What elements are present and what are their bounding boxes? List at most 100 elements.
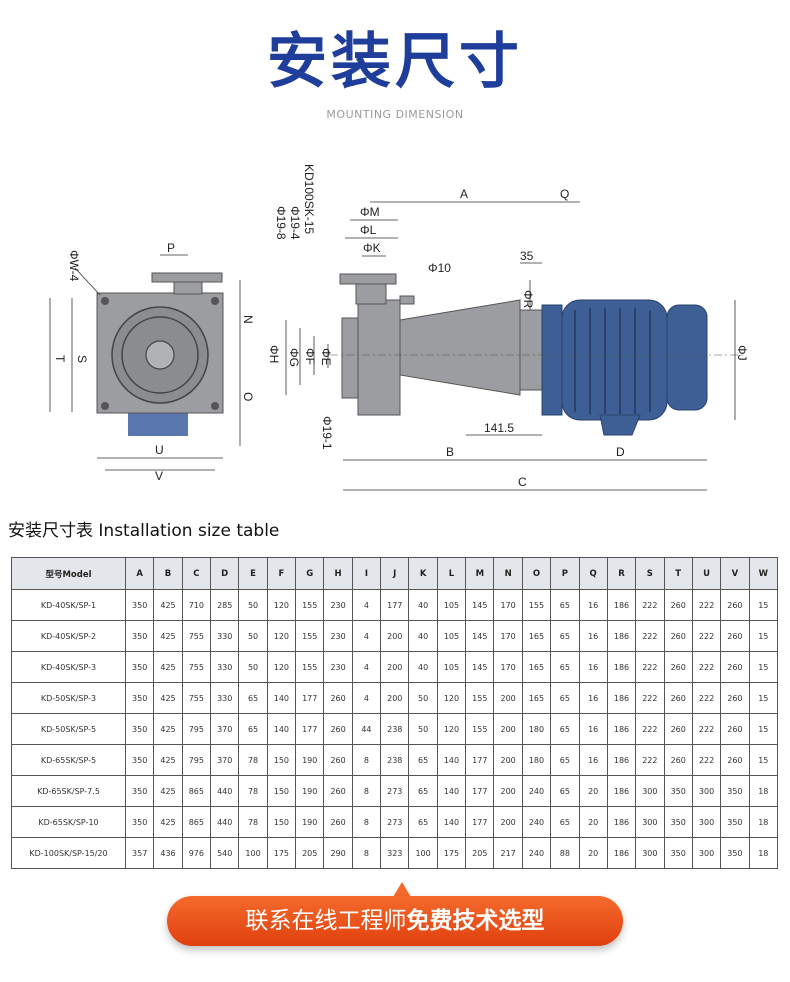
table-cell: 260 xyxy=(720,620,750,652)
table-header-cell: A xyxy=(124,557,155,590)
page-subtitle: MOUNTING DIMENSION xyxy=(326,108,464,121)
table-cell: 440 xyxy=(210,806,240,838)
table-cell: 222 xyxy=(635,744,665,776)
table-cell: 865 xyxy=(181,806,212,838)
table-cell: 20 xyxy=(578,775,608,807)
table-cell: 16 xyxy=(578,744,608,776)
table-cell: 976 xyxy=(181,837,212,869)
table-cell: 350 xyxy=(124,775,155,807)
table-header-cell: 型号Model xyxy=(11,557,126,590)
table-cell: 350 xyxy=(663,775,693,807)
table-cell: 105 xyxy=(436,589,467,621)
table-cell: 755 xyxy=(181,651,212,683)
table-cell: 300 xyxy=(635,806,665,838)
table-cell: 300 xyxy=(635,775,665,807)
table-cell: 260 xyxy=(720,744,750,776)
table-cell: 65 xyxy=(550,744,580,776)
table-cell: 260 xyxy=(663,682,693,714)
table-cell: 755 xyxy=(181,620,212,652)
table-cell: 177 xyxy=(465,744,495,776)
table-cell: KD-50SK/SP-5 xyxy=(11,713,126,745)
table-header-cell: U xyxy=(691,557,722,590)
table-cell: 865 xyxy=(181,775,212,807)
table-cell: 230 xyxy=(323,620,353,652)
table-cell: 50 xyxy=(238,620,268,652)
table-cell: 222 xyxy=(691,682,722,714)
table-cell: 65 xyxy=(408,806,438,838)
table-cell: 222 xyxy=(635,651,665,683)
table-cell: 350 xyxy=(124,620,155,652)
dim-D: D xyxy=(616,445,625,459)
dim-d10: Φ10 xyxy=(428,261,451,275)
dim-35: 35 xyxy=(520,249,534,263)
dim-W4: ΦW-4 xyxy=(67,250,81,282)
table-cell: 350 xyxy=(663,806,693,838)
table-cell: 222 xyxy=(635,589,665,621)
table-cell: 40 xyxy=(408,589,438,621)
dim-R: ΦR xyxy=(521,290,535,309)
table-cell: 222 xyxy=(635,620,665,652)
table-cell: 240 xyxy=(521,775,552,807)
table-cell: 65 xyxy=(238,713,268,745)
table-cell: 175 xyxy=(436,837,467,869)
table-header-cell: P xyxy=(550,557,580,590)
dim-M: ΦM xyxy=(360,205,380,219)
table-cell: 260 xyxy=(663,713,693,745)
table-cell: 330 xyxy=(210,682,240,714)
mounting-dimension-drawing: P ΦW-4 T S N O U V xyxy=(49,164,749,491)
table-cell: 155 xyxy=(295,651,325,683)
table-cell: 165 xyxy=(521,682,552,714)
table-cell: 190 xyxy=(295,775,325,807)
table-cell: 300 xyxy=(691,837,722,869)
table-cell: 350 xyxy=(663,837,693,869)
dim-H: ΦH xyxy=(267,345,281,363)
table-cell: 177 xyxy=(465,775,495,807)
contact-engineer-button[interactable]: 联系在线工程师免费技术选型 xyxy=(167,896,623,946)
table-header-cell: C xyxy=(181,557,212,590)
table-cell: 65 xyxy=(408,744,438,776)
table-header-cell: K xyxy=(408,557,438,590)
table-header-cell: F xyxy=(266,557,297,590)
table-cell: 120 xyxy=(266,651,297,683)
table-cell: 120 xyxy=(436,713,467,745)
cta-text-normal: 联系在线工程师 xyxy=(245,908,407,934)
table-cell: 150 xyxy=(266,775,297,807)
table-cell: 150 xyxy=(266,806,297,838)
table-cell: 260 xyxy=(323,713,353,745)
dim-F: ΦF xyxy=(303,348,317,365)
table-cell: 205 xyxy=(465,837,495,869)
table-cell: 330 xyxy=(210,620,240,652)
table-cell: 50 xyxy=(408,713,438,745)
table-cell: 222 xyxy=(635,713,665,745)
dim-P: P xyxy=(167,241,175,255)
table-cell: 16 xyxy=(578,651,608,683)
table-cell: 190 xyxy=(295,744,325,776)
table-cell: 186 xyxy=(606,775,637,807)
table-cell: 330 xyxy=(210,651,240,683)
table-cell: 425 xyxy=(153,713,183,745)
table-cell: 350 xyxy=(720,775,750,807)
table-header-cell: H xyxy=(323,557,353,590)
dim-O: O xyxy=(241,392,255,401)
table-cell: 260 xyxy=(323,682,353,714)
table-cell: 323 xyxy=(380,837,410,869)
table-cell: 177 xyxy=(465,806,495,838)
table-cell: 186 xyxy=(606,620,637,652)
table-cell: 50 xyxy=(238,651,268,683)
dim-19-8: Φ19-8 xyxy=(274,206,288,240)
table-cell: 175 xyxy=(266,837,297,869)
table-cell: 170 xyxy=(493,651,523,683)
table-cell: 200 xyxy=(493,806,523,838)
dim-V: V xyxy=(155,469,163,483)
table-cell: 440 xyxy=(210,775,240,807)
table-cell: 540 xyxy=(210,837,240,869)
table-header-cell: L xyxy=(436,557,467,590)
table-cell: 105 xyxy=(436,620,467,652)
table-cell: 8 xyxy=(351,806,382,838)
table-cell: 238 xyxy=(380,713,410,745)
table-header-cell: R xyxy=(606,557,637,590)
table-cell: KD-100SK/SP-15/20 xyxy=(11,837,126,869)
table-cell: 222 xyxy=(691,620,722,652)
